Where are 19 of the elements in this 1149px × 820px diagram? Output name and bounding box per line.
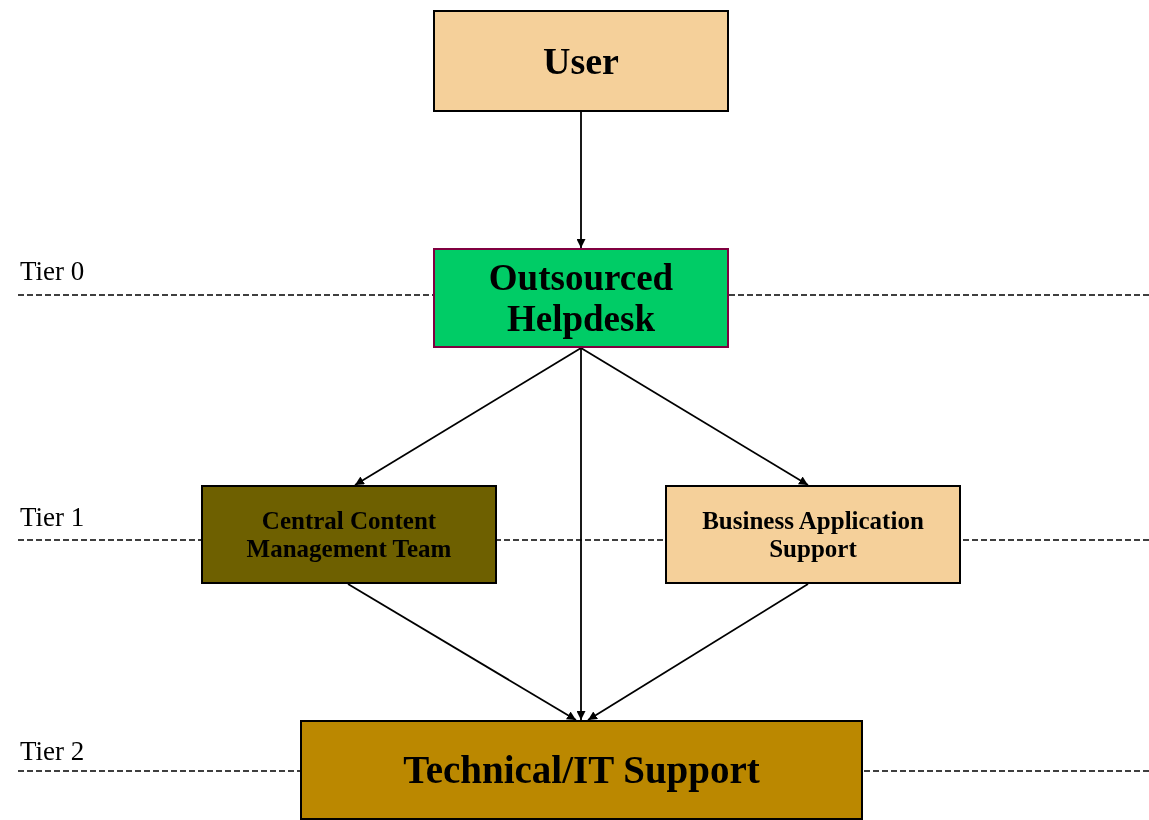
process-box (300, 720, 863, 820)
box-label: Technical/IT Support (403, 748, 760, 792)
tier-label: Tier 1 (20, 502, 85, 533)
arrow (347, 583, 577, 721)
process-box (433, 248, 729, 348)
process-box (201, 485, 497, 584)
arrow (354, 347, 582, 486)
box-label: Outsourced Helpdesk (487, 256, 675, 340)
process-box (433, 10, 729, 112)
box-label: Central Content Management Team (245, 506, 453, 563)
arrow (576, 347, 586, 721)
box-label: User (543, 39, 619, 83)
tier-label: Tier 2 (20, 736, 85, 767)
process-box (665, 485, 961, 584)
tier-label: Tier 0 (20, 256, 85, 287)
arrow (587, 583, 809, 721)
arrow (580, 347, 809, 486)
arrow (576, 111, 586, 249)
box-label: Business Application Support (702, 506, 924, 563)
